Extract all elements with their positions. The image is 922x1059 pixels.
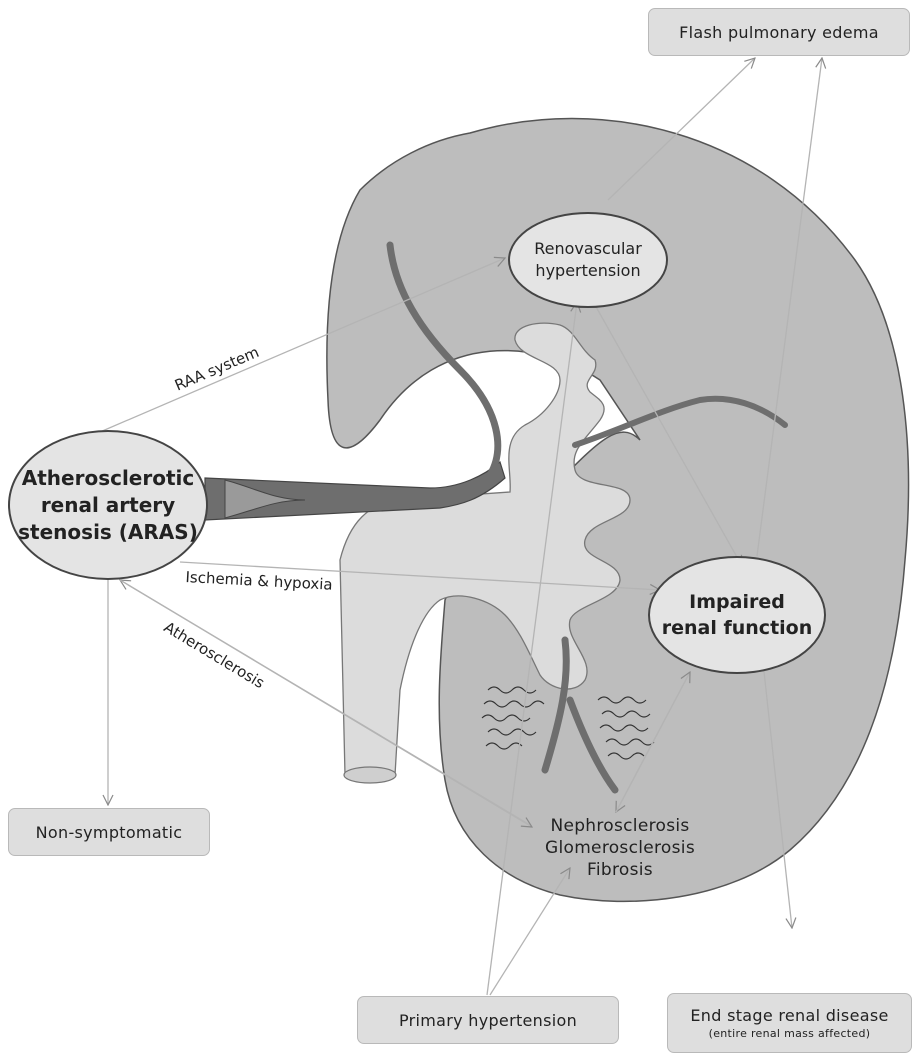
esrd-subtitle: (entire renal mass affected): [709, 1027, 871, 1040]
impaired-renal-function-node: Impaired renal function: [648, 556, 826, 674]
impaired-line1: Impaired: [689, 589, 785, 615]
non-symptomatic-box: Non-symptomatic: [8, 808, 210, 856]
sclerosis-list: Nephrosclerosis Glomerosclerosis Fibrosi…: [530, 815, 710, 881]
aras-node: Atherosclerotic renal artery stenosis (A…: [8, 430, 208, 580]
aras-line3: stenosis (ARAS): [18, 519, 198, 546]
aras-line2: renal artery: [41, 492, 175, 519]
arrow-primary-to-sclerosis: [490, 868, 570, 995]
non-symptomatic-label: Non-symptomatic: [36, 823, 183, 842]
ureter-opening: [344, 767, 396, 783]
sclerosis-item-fibrosis: Fibrosis: [530, 859, 710, 881]
primary-hypertension-label: Primary hypertension: [399, 1011, 577, 1030]
flash-pulmonary-edema-label: Flash pulmonary edema: [679, 23, 879, 42]
flash-pulmonary-edema-box: Flash pulmonary edema: [648, 8, 910, 56]
impaired-line2: renal function: [662, 615, 813, 641]
esrd-title: End stage renal disease: [690, 1006, 888, 1025]
sclerosis-item-glomerosclerosis: Glomerosclerosis: [530, 837, 710, 859]
end-stage-renal-disease-box: End stage renal disease (entire renal ma…: [667, 993, 912, 1053]
renovascular-line2: hypertension: [535, 260, 640, 282]
sclerosis-item-nephrosclerosis: Nephrosclerosis: [530, 815, 710, 837]
primary-hypertension-box: Primary hypertension: [357, 996, 619, 1044]
renovascular-hypertension-node: Renovascular hypertension: [508, 212, 668, 308]
renovascular-line1: Renovascular: [534, 238, 642, 260]
aras-line1: Atherosclerotic: [22, 465, 195, 492]
